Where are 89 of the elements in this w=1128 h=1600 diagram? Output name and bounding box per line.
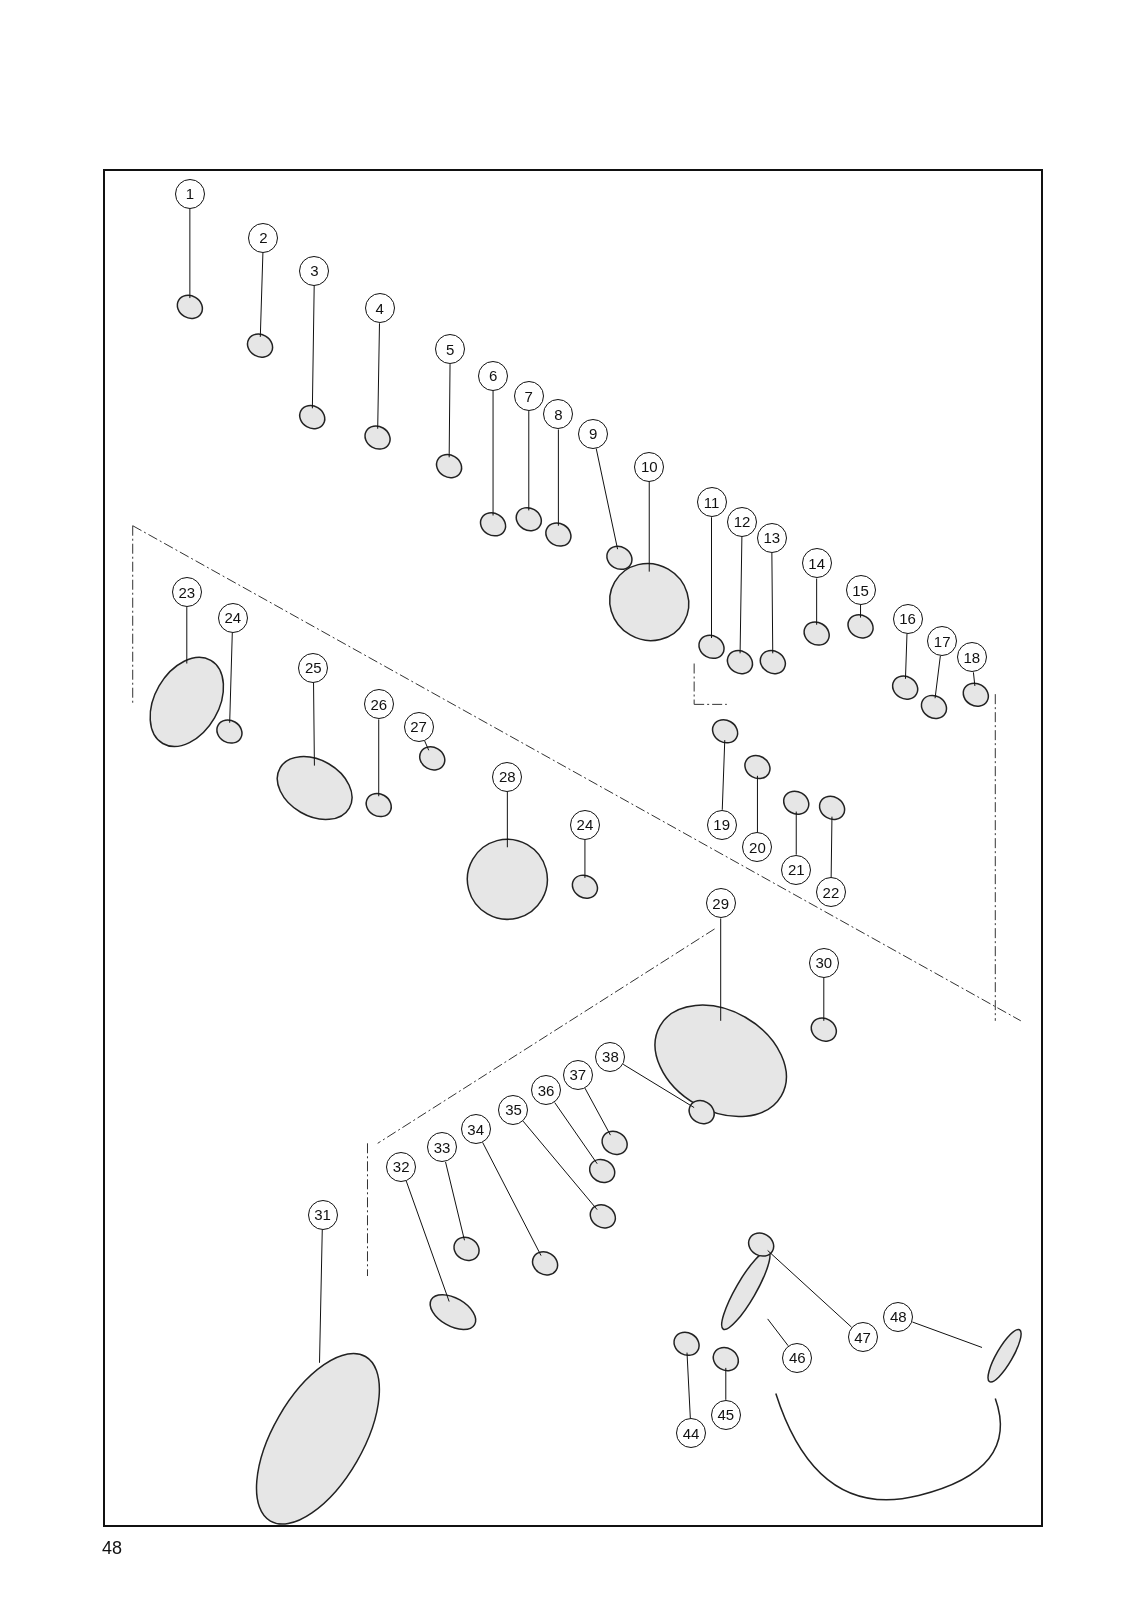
- callout-number: 4: [364, 293, 395, 324]
- leader-line: [445, 1161, 465, 1241]
- callout-number: 28: [492, 761, 523, 792]
- leader-line: [830, 816, 833, 878]
- leader-line: [528, 410, 530, 511]
- leader-line: [424, 740, 430, 751]
- leader-line: [720, 917, 722, 1022]
- callout-number: 35: [498, 1094, 529, 1125]
- callout-number: 19: [706, 809, 737, 840]
- leader-line: [860, 604, 862, 619]
- leader-line: [771, 552, 774, 654]
- leader-line: [756, 775, 758, 833]
- callout-number: 36: [531, 1075, 562, 1106]
- leader-line: [739, 536, 743, 654]
- leader-line: [378, 718, 380, 797]
- leader-line: [823, 977, 825, 1022]
- leader-line: [557, 428, 559, 527]
- callout-number: 37: [562, 1059, 593, 1090]
- leader-line: [711, 516, 712, 639]
- callout-number: 18: [956, 642, 987, 673]
- callout-number: 45: [710, 1399, 741, 1430]
- leader-line: [767, 1318, 789, 1347]
- callout-number: 12: [727, 506, 758, 537]
- callout-number: 32: [386, 1151, 417, 1182]
- leader-line: [319, 1229, 323, 1364]
- leader-line: [904, 633, 908, 680]
- callout-number: 47: [847, 1322, 878, 1353]
- leader-line: [448, 363, 451, 458]
- leader-line: [595, 448, 619, 550]
- leader-line: [725, 1367, 727, 1401]
- leader-line: [934, 655, 941, 699]
- leader-line: [816, 578, 818, 626]
- leader-line: [259, 252, 264, 338]
- callout-number: 1: [174, 178, 205, 209]
- leader-line: [584, 839, 586, 879]
- callout-number: 3: [299, 255, 330, 286]
- callout-number: 8: [543, 399, 574, 430]
- callout-number: 25: [298, 652, 329, 683]
- callout-number: 30: [808, 947, 839, 978]
- callout-number: 34: [460, 1114, 491, 1144]
- leader-line: [622, 1063, 695, 1109]
- leader-line: [405, 1180, 450, 1303]
- leader-line: [506, 791, 508, 848]
- leader-line: [972, 671, 976, 687]
- callout-number: 10: [634, 451, 665, 482]
- callout-number: 2: [248, 222, 279, 253]
- leader-line: [911, 1321, 983, 1348]
- callout-number: 46: [782, 1342, 813, 1373]
- page-number: 48: [102, 1538, 123, 1559]
- leader-line: [554, 1102, 598, 1165]
- leader-line: [189, 208, 191, 299]
- callout-number: 31: [307, 1199, 338, 1230]
- callout-number: 21: [781, 854, 812, 885]
- callout-number: 48: [883, 1301, 914, 1332]
- leader-line: [584, 1087, 611, 1136]
- callout-number: 26: [363, 689, 394, 720]
- leader-line: [721, 739, 726, 811]
- leader-line: [795, 811, 797, 856]
- callout-number: 38: [595, 1041, 626, 1072]
- callout-number: 23: [171, 577, 202, 608]
- leader-line: [186, 606, 188, 665]
- callout-number: 24: [217, 602, 248, 633]
- leader-line: [229, 632, 233, 724]
- leader-line: [482, 1141, 542, 1257]
- leader-line: [311, 285, 315, 409]
- callout-number: 5: [435, 334, 466, 365]
- callout-number: 29: [705, 888, 736, 919]
- callout-number: 44: [676, 1418, 707, 1449]
- callout-number: 17: [927, 626, 958, 657]
- callout-number: 24: [569, 809, 600, 840]
- callout-number: 11: [696, 487, 727, 518]
- leader-line: [522, 1120, 598, 1211]
- callout-number: 20: [742, 832, 773, 863]
- callout-number: 33: [427, 1132, 457, 1163]
- callout-number: 16: [892, 603, 923, 634]
- callout-number: 22: [815, 877, 846, 908]
- callout-number: 9: [578, 418, 609, 449]
- callout-number: 6: [478, 360, 509, 391]
- leader-line: [492, 390, 494, 516]
- leader-line: [313, 682, 315, 767]
- callout-number: 7: [513, 381, 544, 412]
- leader-line: [767, 1250, 852, 1328]
- leader-line: [377, 322, 380, 430]
- callout-number: 13: [756, 522, 787, 553]
- leader-line: [686, 1352, 691, 1419]
- callout-number: 27: [403, 711, 434, 742]
- leader-line: [648, 481, 650, 573]
- callout-number: 15: [845, 575, 876, 605]
- callout-number: 14: [801, 548, 832, 579]
